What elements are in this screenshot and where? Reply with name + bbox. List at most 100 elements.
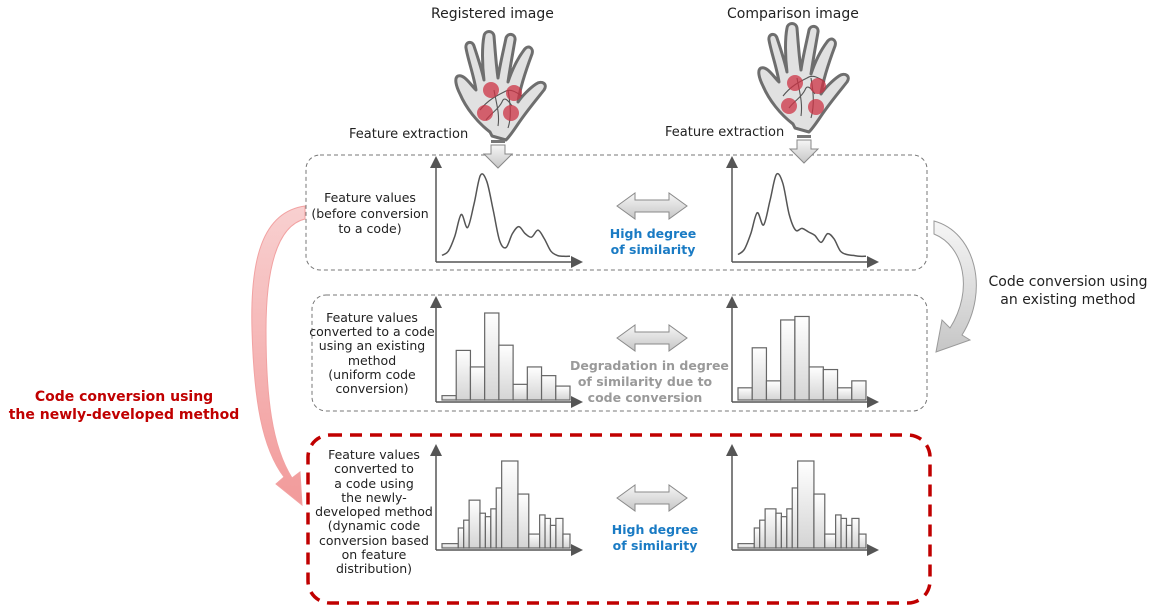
arrow-label-line: Code conversion using — [988, 274, 1148, 290]
histogram-bar — [797, 460, 815, 549]
row-label-line: to a code) — [338, 221, 402, 237]
row-label-line: on feature — [341, 547, 407, 563]
histogram-bar — [441, 395, 457, 401]
histogram-bar — [501, 460, 519, 549]
histogram-bar — [835, 514, 842, 549]
histogram-bar — [562, 533, 571, 549]
similarity-line: Degradation in degree — [570, 358, 729, 373]
feature-extraction-arrow-right — [788, 135, 820, 164]
histogram-bar — [549, 524, 557, 549]
histogram-bar — [786, 508, 793, 549]
similarity-line: High degree — [611, 522, 699, 537]
row-label-existing-method: Feature values converted to a code using… — [308, 310, 436, 396]
histogram-bar — [845, 524, 853, 549]
row-label-line: Feature values — [324, 190, 416, 205]
existing-method-curved-arrow — [933, 220, 977, 353]
feature-chart — [726, 444, 879, 556]
row-label-line: converted to a code — [309, 324, 435, 340]
histogram-bar — [764, 508, 777, 549]
feature-chart — [430, 444, 583, 556]
row-label-line: a code using — [334, 475, 414, 491]
row-label-line: the newly- — [341, 489, 407, 505]
similarity-label-high-2: High degree of similarity — [592, 522, 718, 554]
histogram-bar — [441, 543, 459, 549]
histogram-bar — [526, 366, 543, 401]
feature-point — [503, 105, 519, 121]
row-label-new-method: Feature values converted to a code using… — [310, 447, 438, 577]
feature-point — [483, 82, 499, 98]
histogram-bar — [775, 512, 782, 549]
histogram-bar — [813, 493, 826, 549]
histogram-bar — [457, 527, 465, 549]
histogram-bar — [753, 527, 761, 549]
feature-point — [477, 105, 493, 121]
comparison-image-title: Comparison image — [727, 6, 859, 22]
hand-outline — [454, 30, 547, 142]
histogram-bar — [794, 315, 810, 401]
feature-point — [787, 75, 803, 91]
similarity-label-degraded: Degradation in degree of similarity due … — [570, 358, 729, 406]
new-method-arrow-label: Code conversion using the newly-develope… — [4, 388, 244, 424]
histogram-bar — [555, 517, 564, 549]
histogram-bar — [484, 312, 500, 401]
feature-chart — [430, 296, 583, 408]
histogram-bar — [469, 366, 486, 401]
histogram-bar — [517, 493, 530, 549]
registered-hand-image — [454, 30, 547, 142]
histogram-bar — [824, 533, 837, 549]
existing-method-arrow-label: Code conversion using an existing method — [978, 273, 1158, 309]
row-frame-new-method — [306, 433, 932, 605]
feature-point — [808, 99, 824, 115]
histogram-bar — [851, 517, 860, 549]
histogram-bar — [840, 517, 848, 549]
row-label-line: (before conversion — [311, 205, 429, 221]
row-label-line: using an existing — [318, 338, 426, 354]
row-label-line: distribution) — [335, 561, 413, 577]
histogram-bar — [463, 519, 470, 549]
histogram-bar — [759, 519, 766, 549]
histogram-bar — [555, 385, 571, 401]
feature-chart — [726, 156, 879, 268]
feature-chart — [726, 296, 879, 408]
similarity-line: of similarity — [610, 242, 696, 257]
hand-outline — [757, 22, 850, 134]
row-label-line: Feature values — [328, 447, 420, 462]
histogram-bar — [498, 344, 514, 401]
similarity-line: High degree — [609, 226, 697, 241]
row-frame-before-conversion — [305, 154, 928, 271]
histogram-bar — [737, 387, 753, 401]
similarity-label-high-1: High degree of similarity — [590, 226, 716, 258]
similarity-line: of similarity — [612, 538, 698, 553]
histogram-bar — [528, 533, 541, 549]
similarity-line: of similarity due to — [577, 374, 713, 389]
histogram-bar — [808, 366, 824, 401]
feature-curve — [441, 173, 571, 258]
similarity-line: code conversion — [587, 390, 703, 405]
histogram-bar — [858, 533, 867, 549]
feature-extraction-arrow-left — [482, 140, 514, 169]
row-label-line: (uniform code — [328, 366, 416, 382]
histogram-bar — [484, 516, 492, 549]
histogram-bar — [479, 512, 486, 549]
feature-point — [506, 85, 522, 101]
comparison-hand-image — [757, 22, 850, 134]
feature-extraction-label-left: Feature extraction — [349, 127, 469, 142]
histogram-bar — [539, 514, 546, 549]
histogram-bar — [822, 368, 839, 401]
feature-extraction-label-right: Feature extraction — [665, 125, 785, 140]
double-headed-arrow-icon — [616, 484, 688, 512]
row-label-before-conversion: Feature values (before conversion to a c… — [306, 190, 434, 237]
histogram-bar — [540, 375, 557, 401]
feature-point — [781, 98, 797, 114]
feature-point — [810, 78, 826, 94]
row-label-line: developed method — [315, 504, 433, 520]
feature-chart — [430, 156, 583, 268]
histogram-bar — [495, 487, 503, 549]
histogram-bar — [512, 383, 528, 401]
registered-image-title: Registered image — [431, 6, 554, 22]
arrow-label-line: Code conversion using — [34, 389, 214, 405]
histogram-bar — [490, 508, 497, 549]
row-label-line: method — [347, 352, 397, 368]
histogram-bar — [836, 387, 853, 401]
histogram-bar — [544, 517, 552, 549]
